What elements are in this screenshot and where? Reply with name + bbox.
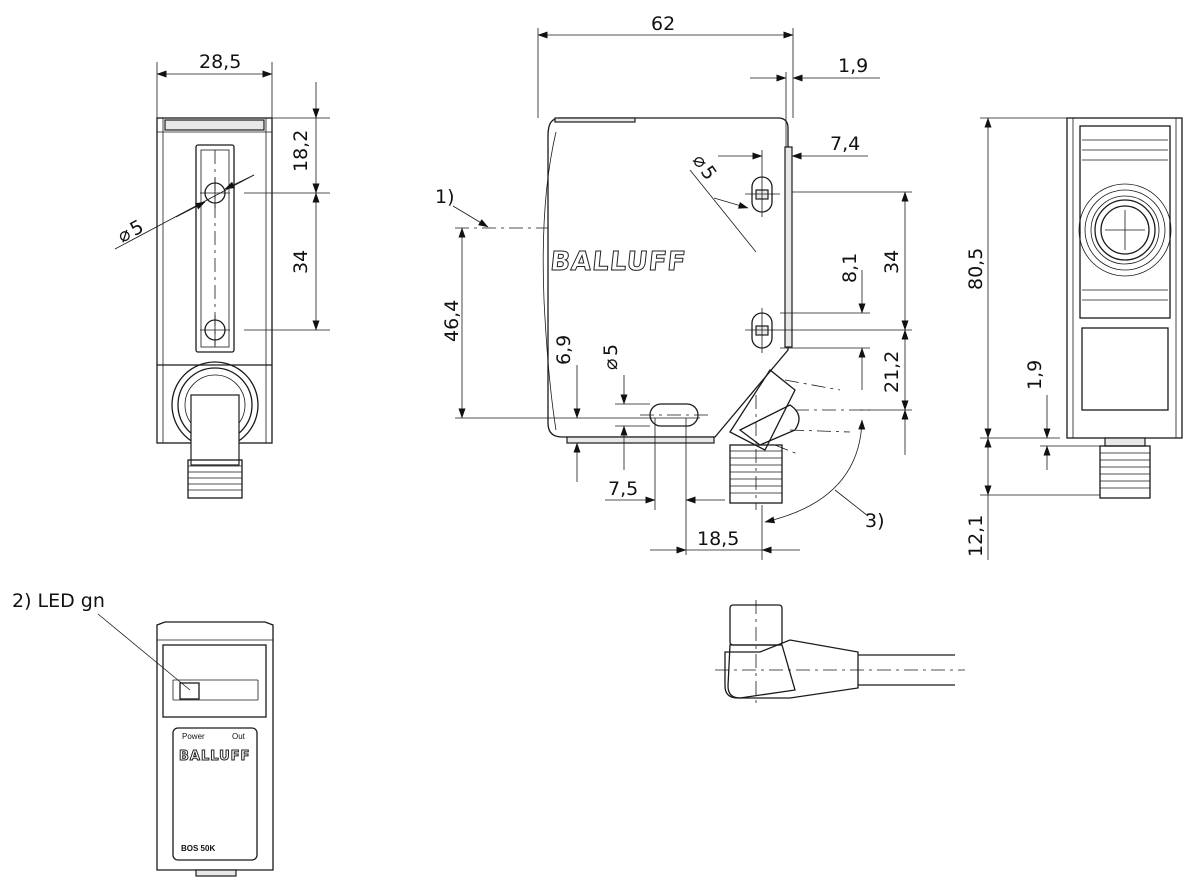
dim-back-height: 80,5: [965, 248, 987, 290]
dim-side-hole-offset: 7,4: [830, 133, 860, 155]
dim-side-offset: 1,9: [838, 55, 868, 77]
dim-back-connector: 1,9: [1024, 360, 1046, 390]
dim-side-width: 62: [651, 13, 675, 35]
dim-side-slot: 5: [600, 344, 622, 356]
back-view: 80,5 12,1 1,9: [965, 117, 1183, 560]
led-indicator: [179, 682, 200, 700]
top-logo: BALLUFF: [179, 749, 250, 764]
dim-front-top: 18,2: [290, 130, 312, 172]
dim-side-hole-spacing: 34: [881, 250, 903, 274]
dim-front-width: 28,5: [199, 51, 241, 73]
callout-3: 3): [865, 510, 885, 532]
dim-back-plug: 12,1: [965, 515, 987, 557]
diameter-symbol-slot: ⌀: [600, 359, 622, 370]
dim-side-lower: 21,2: [881, 351, 903, 393]
side-view: BALLUFF 3): [435, 13, 912, 560]
front-view: 28,5 18,2 34 ⌀ 5: [114, 51, 330, 499]
model-label: BOS 50K: [181, 844, 215, 853]
callout-2: 2) LED gn: [12, 590, 105, 612]
dim-side-height: 46,4: [441, 300, 463, 342]
dim-side-hole-small: 8,1: [839, 253, 861, 283]
power-label: Power: [182, 732, 205, 741]
out-label: Out: [232, 732, 246, 741]
cable-connector-view: [715, 600, 965, 705]
dim-side-slot-offset: 7,5: [608, 478, 638, 500]
top-view: Power Out BALLUFF BOS 50K 2) LED gn: [12, 590, 274, 877]
callout-1: 1): [435, 186, 455, 208]
dim-front-spacing: 34: [290, 250, 312, 274]
side-logo: BALLUFF: [549, 247, 688, 277]
dim-side-bottom: 6,9: [553, 335, 575, 365]
dim-side-connector: 18,5: [697, 528, 739, 550]
